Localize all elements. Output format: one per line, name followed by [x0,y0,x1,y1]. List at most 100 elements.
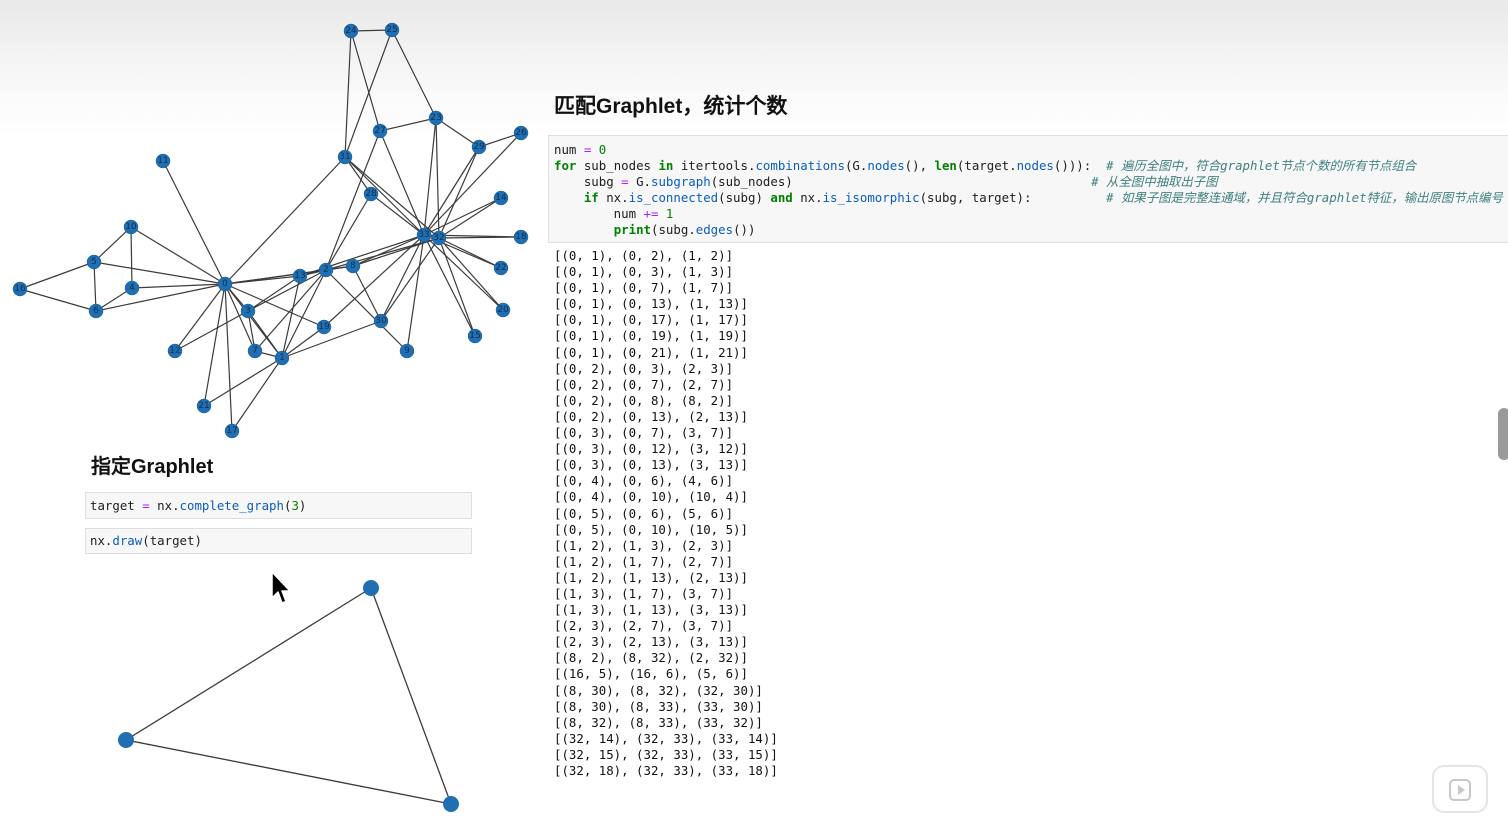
graph-edge [435,117,480,148]
node-circle [493,260,509,276]
graph-node: 30 [373,313,389,329]
node-circle [431,230,447,246]
code-cell-target[interactable]: target = nx.complete_graph(3) [85,492,472,519]
graph-edge [423,132,522,236]
graph-edge [323,234,425,328]
node-label: 19 [318,322,330,332]
node-label: 33 [418,230,429,240]
node-label: 13 [294,271,305,281]
graph-edge [352,237,440,267]
graph-node: 22 [493,260,509,276]
heading-match-graphlet: 匹配Graphlet，统计个数 [554,95,788,118]
node-circle [318,262,334,278]
graph-node: 2 [318,262,334,278]
target-node [363,580,379,596]
node-label: 22 [495,263,506,273]
graph-edge [344,156,372,195]
node-label: 6 [93,306,99,316]
node-label: 14 [495,193,507,203]
node-circle [384,22,400,38]
output-line: [(0, 2), (0, 13), (2, 13)] [554,408,748,424]
graph-node: 20 [495,302,511,318]
graph-edge [325,237,440,271]
node-label: 20 [497,305,509,315]
play-icon [1449,779,1471,801]
output-line: [(0, 1), (0, 3), (1, 3)] [554,264,734,280]
node-circle [240,303,256,319]
node-label: 23 [430,113,441,123]
graph-node: 21 [196,398,212,414]
graph-node: 31 [337,149,353,165]
node-label: 17 [226,426,237,436]
node-label: 25 [386,25,397,35]
code-cell-draw[interactable]: nx.draw(target) [85,528,472,554]
node-label: 5 [91,257,97,267]
graph-edge [344,156,425,236]
node-circle [513,229,529,245]
output-line: [(8, 32), (8, 33), (33, 32)] [554,714,763,730]
output-line: [(2, 3), (2, 7), (3, 7)] [554,618,734,634]
graph-node: 4 [124,280,140,296]
node-label: 32 [433,233,444,243]
node-circle [495,302,511,318]
output-line: [(0, 1), (0, 2), (1, 2)] [554,248,734,263]
node-circle [416,227,432,243]
output-line: [(0, 5), (0, 6), (5, 6)] [554,505,734,521]
graph-edge [380,237,440,322]
graph-node: 17 [224,423,240,439]
graph-edge [224,283,325,328]
output-line: [(8, 30), (8, 33), (33, 30)] [554,698,763,714]
node-label: 11 [157,156,168,166]
node-label: 31 [339,152,350,162]
node-circle [513,125,529,141]
graph-node: 12 [167,343,183,359]
graph-edge [423,146,480,236]
graph-node: 19 [316,319,332,335]
node-circle [337,149,353,165]
graph-edge [247,275,301,312]
node-circle [88,303,104,319]
graph-edge [174,283,226,352]
node-circle [493,190,509,206]
graph-edge [406,234,425,352]
graph-node: 29 [471,139,487,155]
code-line: num = 0 [554,142,607,157]
graph-nodes: 0123456789101112131415161718192021222324… [12,22,529,439]
graph-node: 7 [247,343,263,359]
code-line: print(subg.edges()) [613,222,756,238]
output-line: [(0, 5), (0, 10), (10, 5)] [554,521,748,537]
graph-edge [131,283,226,289]
node-label: 12 [169,346,180,356]
graph-node: 24 [343,23,359,39]
heading-specify-graphlet: 指定Graphlet [91,456,214,478]
graph-edge [281,320,382,359]
node-circle [274,350,290,366]
output-line: [(0, 1), (0, 13), (1, 13)] [554,296,748,312]
output-line: [(0, 2), (0, 3), (2, 3)] [554,360,734,376]
graph-edge [423,197,502,236]
video-player-button[interactable] [1432,765,1488,813]
code-line: if nx.is_connected(subg) and nx.is_isomo… [583,190,1503,206]
target-edge [370,587,452,805]
graph-node: 25 [384,22,400,38]
node-circle [124,280,140,296]
graph-edge [224,283,256,352]
graph-node: 23 [428,110,444,126]
graph-edge [423,117,437,236]
graph-edge [370,193,425,236]
node-circle [343,23,359,39]
node-label: 16 [14,284,26,294]
node-label: 3 [245,306,251,316]
node-circle [196,398,212,414]
graph-edge [93,261,97,312]
code-line: for sub_nodes in itertools.combinations(… [554,158,1417,174]
node-circle [123,219,139,235]
output-line: [(1, 3), (1, 13), (3, 13)] [554,602,748,618]
scrollbar-thumb[interactable] [1498,408,1508,460]
node-label: 26 [515,128,527,138]
graph-edge [95,283,226,312]
graph-edge [203,283,226,407]
graph-edge [247,269,327,312]
graph-edge [391,29,437,119]
